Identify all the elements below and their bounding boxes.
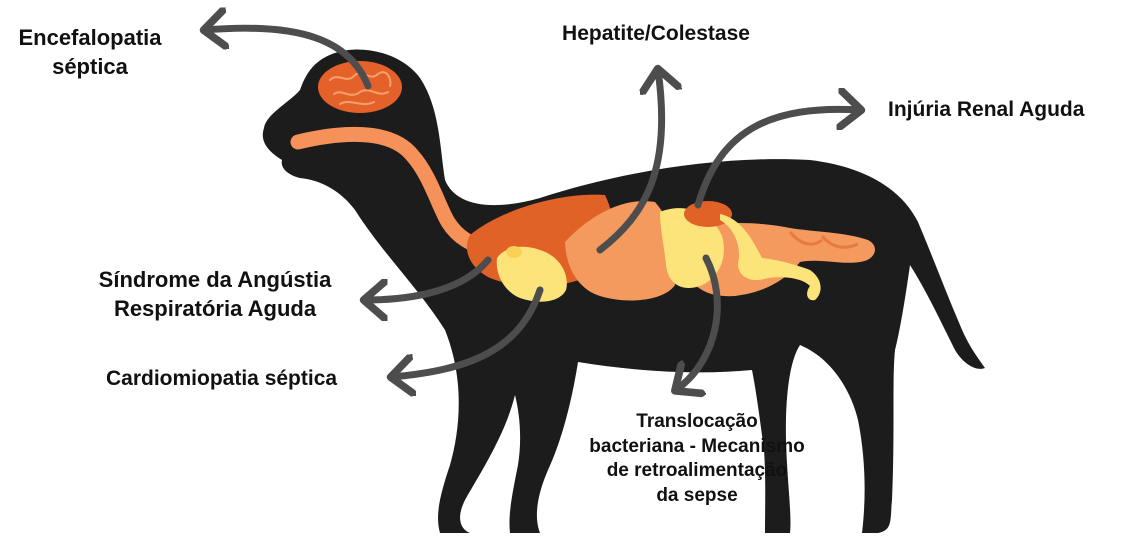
- label-translocation-line-4: da sepse: [566, 484, 828, 509]
- label-translocation: Translocação bacteriana - Mecanismo de r…: [566, 410, 828, 509]
- label-renal-line-1: Injúria Renal Aguda: [888, 96, 1084, 123]
- label-translocation-line-2: bacteriana - Mecanismo: [566, 435, 828, 460]
- label-encephalopathy-line-1: Encefalopatia: [10, 24, 170, 53]
- label-encephalopathy: Encefalopatia séptica: [10, 24, 170, 81]
- label-hepatitis-line-1: Hepatite/Colestase: [536, 20, 776, 47]
- label-ards-line-2: Respiratória Aguda: [80, 295, 350, 324]
- label-hepatitis: Hepatite/Colestase: [536, 20, 776, 47]
- label-cardio: Cardiomiopatia séptica: [106, 365, 337, 392]
- label-encephalopathy-line-2: séptica: [10, 53, 170, 82]
- label-translocation-line-1: Translocação: [566, 410, 828, 435]
- label-ards-line-1: Síndrome da Angústia: [80, 266, 350, 295]
- heart-vessel: [506, 246, 522, 258]
- label-renal: Injúria Renal Aguda: [888, 96, 1084, 123]
- label-translocation-line-3: de retroalimentação: [566, 459, 828, 484]
- label-cardio-line-1: Cardiomiopatia séptica: [106, 365, 337, 392]
- label-ards: Síndrome da Angústia Respiratória Aguda: [80, 266, 350, 323]
